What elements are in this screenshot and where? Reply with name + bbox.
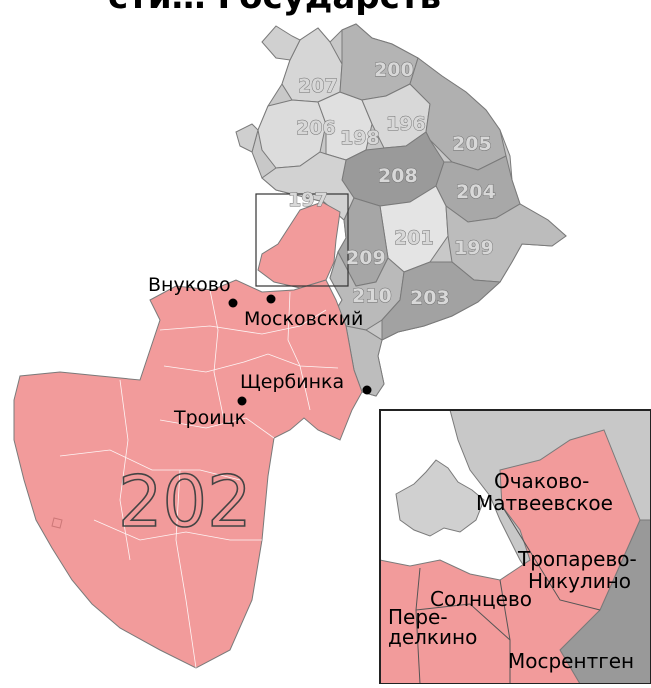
inset-nw-shape: [395, 459, 485, 537]
place-label-troitsk: Троицк: [173, 407, 246, 429]
district-area-202: [13, 279, 363, 669]
inset-label-mosrentgen: Мосрентген: [508, 649, 634, 673]
district-label-209: 209: [346, 247, 386, 269]
place-label-shcherbinka: Щербинка: [240, 371, 344, 393]
settlements: Внуково Московский Щербинка Троицк: [148, 274, 372, 429]
district-label-204: 204: [456, 181, 496, 203]
place-dot-moskovsky: [266, 294, 276, 304]
district-label-210: 210: [352, 285, 392, 307]
district-label-200: 200: [374, 59, 414, 81]
place-dot-shcherbinka: [362, 385, 372, 395]
new-moscow-exclave: [51, 517, 63, 529]
old-moscow-west-tip: [235, 123, 259, 153]
district-label-197: 197: [288, 189, 328, 211]
district-label-205: 205: [452, 133, 492, 155]
district-label-201: 201: [394, 227, 434, 249]
inset-map: Очаково- Матвеевское Тропарево- Никулино…: [379, 409, 651, 685]
inset-label-troparevo-2: Никулино: [528, 569, 631, 593]
district-label-202: 202: [118, 461, 252, 543]
district-label-207: 207: [298, 75, 338, 97]
inset-pink-area: [380, 429, 641, 684]
inset-label-troparevo-1: Тропарево-: [517, 547, 637, 571]
place-dot-vnukovo: [228, 298, 238, 308]
inset-label-peredelkino-2: делкино: [388, 625, 477, 649]
district-label-208: 208: [378, 165, 418, 187]
district-label-198: 198: [340, 127, 380, 149]
inset-label-ochakovo-1: Очаково-: [494, 469, 589, 493]
place-dot-troitsk: [237, 396, 247, 406]
inset-label-peredelkino-1: Пере-: [388, 605, 448, 629]
place-label-moskovsky: Московский: [244, 308, 363, 330]
old-moscow-nw-spike: [261, 25, 301, 61]
district-label-203: 203: [410, 287, 450, 309]
old-moscow: [235, 23, 567, 397]
district-label-206: 206: [296, 117, 336, 139]
new-moscow-inner-borders: [59, 289, 339, 669]
inset-label-ochakovo-2: Матвеевское: [476, 491, 613, 515]
district-area-203: [381, 261, 502, 341]
map-title: сти… Государств: [108, 0, 441, 17]
district-area-202-north: [257, 201, 341, 289]
new-moscow: [13, 201, 363, 669]
district-label-196: 196: [386, 113, 426, 135]
district-labels: 200 207 196 206 198 205 208 204 197 201 …: [117, 59, 496, 544]
district-label-199: 199: [454, 237, 494, 259]
zoom-box: [255, 193, 349, 287]
place-label-vnukovo: Внуково: [148, 274, 231, 296]
inset-label-solntsevo: Солнцево: [430, 587, 532, 611]
